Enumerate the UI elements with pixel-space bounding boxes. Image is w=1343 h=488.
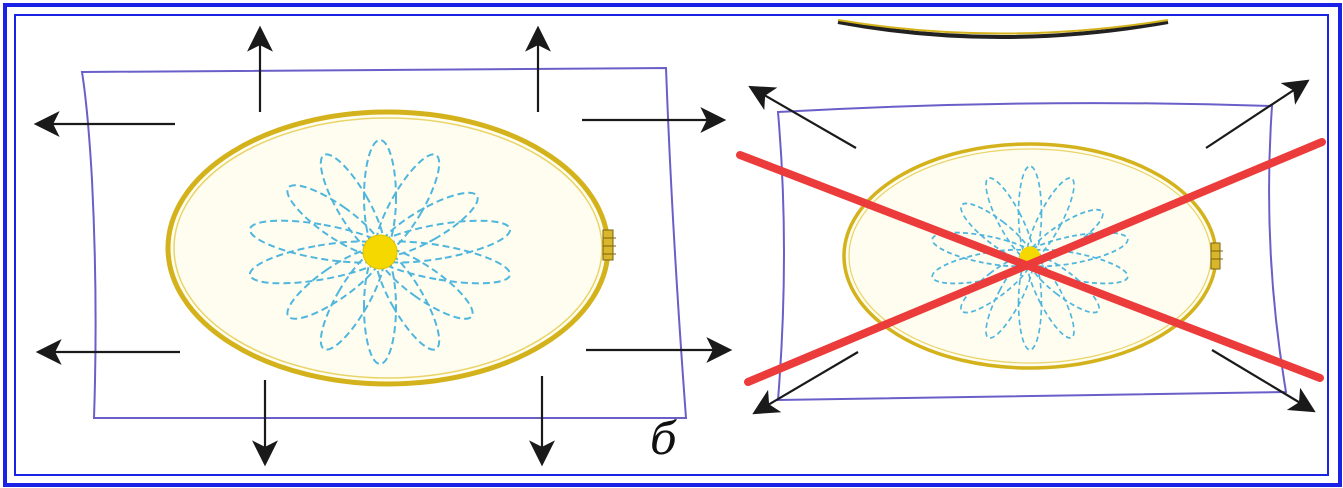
arrow-down-left-diagonal (752, 351, 859, 415)
incorrect-panel (736, 79, 1326, 415)
red-cross-mark (736, 138, 1326, 386)
tension-arrows (33, 25, 733, 467)
fabric-square (80, 66, 688, 419)
fabric-square-distorted (776, 102, 1288, 402)
daisy-flower (248, 139, 512, 365)
arrow-up-left-diagonal (748, 85, 857, 149)
flower-center (362, 234, 398, 270)
hoop-screw-small (1210, 242, 1221, 270)
hoop-screw (602, 229, 614, 261)
correct-panel (33, 25, 733, 467)
inner-frame (14, 14, 1329, 476)
panel-label: б (650, 414, 677, 465)
arrow-up-right-diagonal (1205, 79, 1310, 149)
partial-hoop-top (837, 20, 1169, 39)
outer-frame (3, 3, 1342, 487)
arrow-down-right-diagonal (1211, 349, 1316, 413)
diagonal-tension-arrows (748, 79, 1316, 415)
